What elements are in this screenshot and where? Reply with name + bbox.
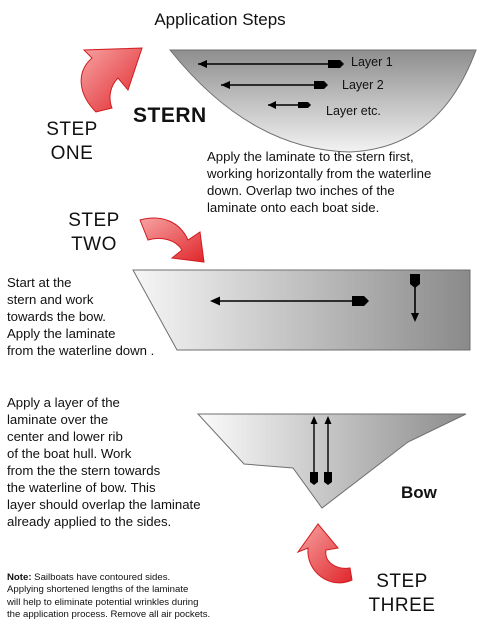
bow-up-arrow-left: [310, 416, 318, 485]
step-three-red-arrow: [296, 523, 353, 584]
layer-1-arrow: [198, 60, 344, 68]
step-two-instructions: Start at the stern and work towards the …: [7, 275, 155, 358]
layer-1-label: Layer 1: [351, 55, 393, 69]
step-two-red-arrow: [139, 217, 205, 263]
page-title: Application Steps: [154, 10, 286, 29]
step-three-label: STEP THREE: [352, 570, 452, 618]
downward-arrow: [410, 274, 420, 322]
note-body: Sailboats have contoured sides. Applying…: [7, 572, 211, 621]
stern-hull-shape: [168, 49, 477, 153]
bow-direction-arrow: [210, 296, 369, 306]
step-two-word: STEP: [68, 210, 120, 231]
bow-hull-shape: [196, 413, 467, 509]
bow-label: Bow: [401, 483, 437, 502]
step-one-instructions: Apply the laminate to the stern first, w…: [207, 149, 432, 215]
step-one-word: STEP: [46, 119, 98, 140]
step-two-label: STEP TWO: [54, 209, 134, 257]
layer-2-arrow: [221, 81, 328, 89]
step-two-number: TWO: [71, 234, 117, 255]
stern-label: STERN: [133, 104, 207, 127]
layer-etc-label: Layer etc.: [326, 104, 381, 118]
step-three-instructions: Apply a layer of the laminate over the c…: [7, 395, 201, 529]
layer-2-label: Layer 2: [342, 78, 384, 92]
bow-up-arrow-right: [324, 416, 332, 485]
step-three-word: STEP: [376, 571, 428, 592]
layer-etc-arrow: [268, 101, 311, 109]
note-label: Note:: [7, 572, 32, 583]
step-three-number: THREE: [368, 595, 436, 616]
side-hull-shape: [132, 269, 471, 351]
note-text: Note: Sailboats have contoured sides. Ap…: [7, 572, 307, 622]
step-one-number: ONE: [50, 143, 94, 164]
step-one-label: STEP ONE: [32, 118, 112, 166]
step-one-red-arrow: [80, 47, 143, 113]
